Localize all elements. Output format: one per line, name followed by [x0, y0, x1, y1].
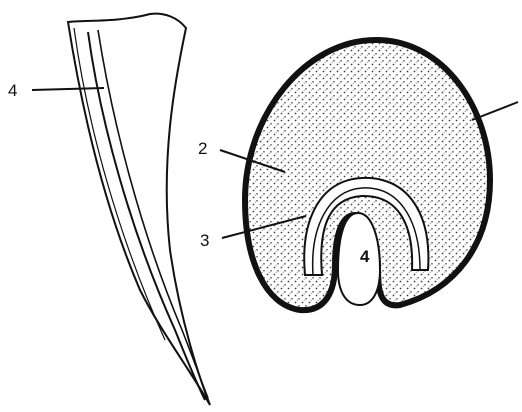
right-structure: 2 3 4: [198, 40, 518, 310]
left-structure: 4: [8, 14, 210, 405]
left-label-4: 4: [8, 81, 17, 100]
embryo-central-cavity: [338, 213, 380, 305]
right-label-3: 3: [200, 231, 209, 250]
right-label-2: 2: [198, 139, 207, 158]
right-label-4: 4: [360, 247, 370, 266]
right-edge-leader: [472, 102, 518, 120]
